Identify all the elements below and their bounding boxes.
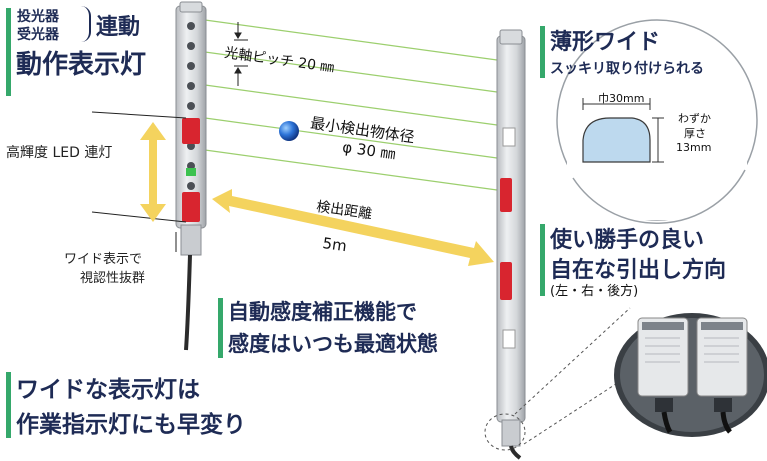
- linked-label: 連動: [96, 15, 141, 40]
- accent-bar-bottom: [6, 372, 11, 438]
- cable-detail-photo: [614, 313, 767, 437]
- auto-sensitivity-line2: 感度はいつも最適状態: [228, 332, 438, 356]
- cable-direction-line1: 使い勝手の良い: [550, 228, 705, 253]
- cable-direction-line2: 自在な引出し方向: [550, 258, 727, 283]
- emitter-bar: [175, 1, 207, 351]
- accent-bar-right-top: [540, 26, 545, 78]
- receiver-cable-callout: [484, 413, 526, 451]
- wide-indicator-line1: ワイドな表示灯は: [16, 377, 200, 403]
- emitter-led-upper: [182, 118, 200, 144]
- thickness-dimension: 13mm: [676, 141, 712, 154]
- receiver-led-lower: [500, 262, 512, 300]
- distance-value: 5m: [321, 234, 348, 256]
- bracket-paren: [79, 6, 91, 42]
- indicator-heading: 動作表示灯: [16, 50, 147, 80]
- emitter-led-mid: [186, 168, 196, 176]
- thin-label-2: 厚さ: [684, 127, 706, 140]
- distance-arrow: [212, 189, 494, 266]
- thin-wide-title: 薄形ワイド: [550, 30, 661, 55]
- cable-direction-note: (左・右・後方): [550, 284, 639, 299]
- emitter-led-lower: [182, 192, 200, 222]
- led-label: 高輝度 LED 連灯: [6, 145, 113, 161]
- wide-display-line2: 視認性抜群: [80, 271, 146, 286]
- beam-lines: [204, 19, 498, 191]
- receiver-led-upper: [500, 178, 512, 212]
- thin-wide-subtitle: スッキリ取り付けられる: [550, 61, 704, 77]
- led-callout-brackets: [91, 111, 187, 223]
- thin-label-1: わずか: [678, 112, 711, 125]
- accent-bar-center: [218, 298, 223, 358]
- receiver-label: 受光器: [17, 27, 59, 43]
- led-height-arrow: [140, 122, 166, 222]
- auto-sensitivity-line1: 自動感度補正機能で: [228, 300, 417, 324]
- accent-bar-right-mid: [540, 224, 545, 296]
- test-object-ball: [279, 121, 299, 141]
- cross-section-view: [556, 19, 758, 224]
- wide-display-line1: ワイド表示で: [64, 252, 143, 267]
- accent-bar-top-left: [6, 8, 11, 96]
- wide-indicator-line2: 作業指示灯にも早変り: [16, 412, 246, 438]
- emitter-label: 投光器: [17, 9, 59, 25]
- receiver-bar: [496, 29, 526, 460]
- pitch-marker: [234, 22, 248, 86]
- width-dimension: 巾30mm: [598, 92, 645, 105]
